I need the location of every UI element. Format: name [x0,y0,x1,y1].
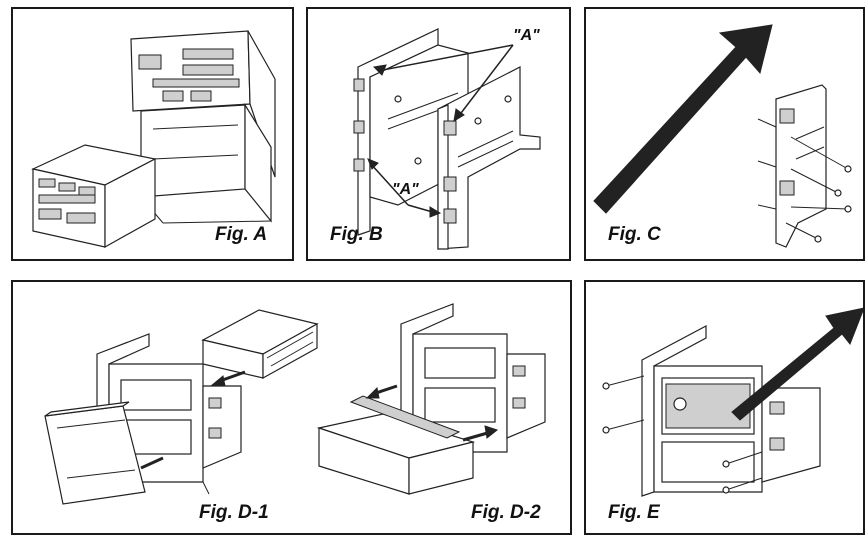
fig-b-label: Fig. B [330,224,383,245]
fig-d2-arrows [365,384,499,442]
fig-c-illustration [593,24,852,248]
large-arrow [593,24,773,214]
fig-d2-filler-bar-drawing [349,395,461,439]
fig-d1-trim-plate-drawing [44,401,146,505]
callout-a-bottom: "A" [392,181,419,198]
radio-unit-drawing [31,144,157,249]
fig-e-illustration [602,307,863,497]
dash-kit-drawing [130,30,276,224]
fig-a-illustration [31,30,276,249]
fig-d1-label: Fig. D-1 [199,502,269,523]
fig-e-label: Fig. E [608,502,660,523]
fig-a-label: Fig. A [215,224,268,245]
panel-fig-e: Fig. E [584,280,865,535]
panel-fig-a: Fig. A [11,7,294,261]
fig-d2-label: Fig. D-2 [471,502,541,523]
fig-d2-sleeve-drawing [316,413,476,495]
fig-e-cage-drawing [641,325,821,497]
callout-a-top: "A" [513,27,540,44]
fig-d-illustration [44,303,546,505]
panel-fig-b: "A" "A" Fig. B [306,7,571,261]
right-bracket-drawing [437,66,541,250]
fig-e-screws [602,375,763,494]
fig-d1-arrows [140,370,246,470]
panel-fig-d: Fig. D-1 Fig. D-2 [11,280,572,535]
fig-d1-radio-drawing [201,309,319,380]
callout-arrows [367,44,514,218]
fig-c-label: Fig. C [608,224,661,245]
panel-fig-c: Fig. C [584,7,865,261]
fig-e-large-arrow [731,307,863,421]
fig-b-illustration [353,28,541,250]
bracket-with-screws-drawing [757,84,852,248]
